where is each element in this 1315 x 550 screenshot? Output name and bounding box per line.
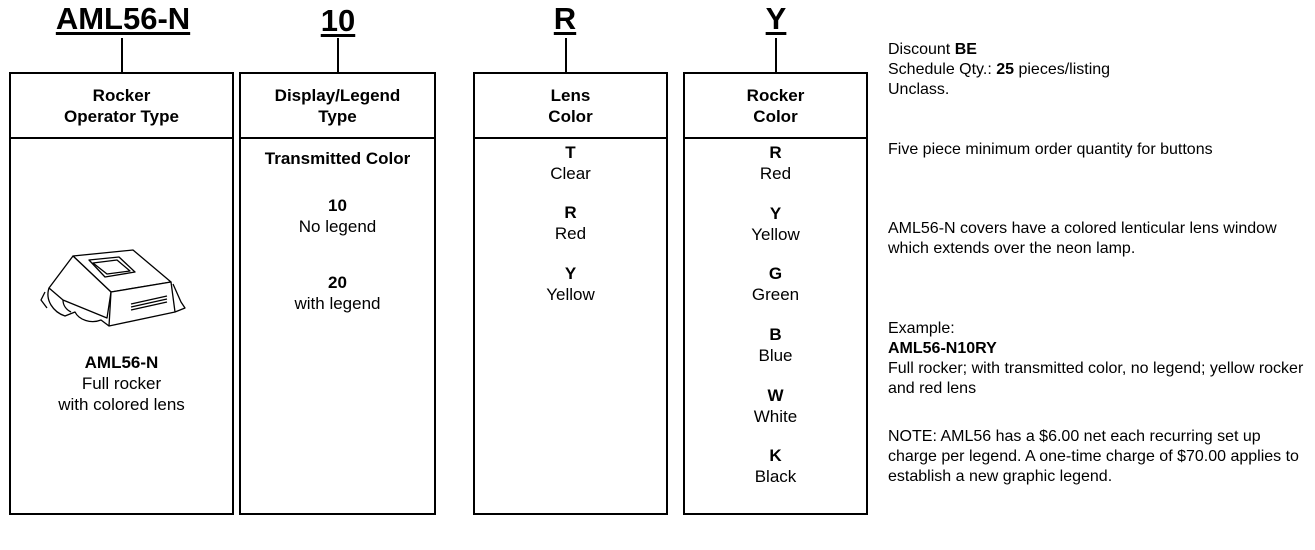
display-option-10: 10 No legend bbox=[298, 196, 377, 236]
operator-desc-line2: with colored lens bbox=[58, 395, 185, 414]
lens-option-r: R Red bbox=[554, 203, 587, 243]
example-label: Example: bbox=[888, 320, 955, 337]
discount-line: Discount BE bbox=[888, 41, 977, 58]
display-option-20: 20 with legend bbox=[294, 273, 381, 313]
operator-option: AML56-N Full rocker with colored lens bbox=[11, 352, 232, 415]
display-code: 10 bbox=[320, 3, 356, 38]
legend-charge-note: NOTE: AML56 has a $6.00 net each recurri… bbox=[888, 428, 1299, 485]
lens-code: R bbox=[553, 1, 577, 36]
unclass-line: Unclass. bbox=[888, 81, 950, 98]
lens-option-t: T Clear bbox=[550, 143, 591, 183]
lens-option-y: Y Yellow bbox=[546, 264, 595, 304]
operator-product-code: AML56-N bbox=[84, 353, 159, 372]
connector-line-2 bbox=[337, 38, 339, 72]
rocker-switch-illustration bbox=[40, 249, 186, 327]
schedule-line: Schedule Qty.: 25 pieces/listing bbox=[888, 61, 1111, 78]
schedule-value: 25 bbox=[996, 61, 1015, 78]
discount-value: BE bbox=[954, 41, 977, 58]
notes-panel: Discount BE Schedule Qty.: 25 pieces/lis… bbox=[888, 40, 1313, 100]
rocker-option-r: R Red bbox=[759, 143, 792, 183]
rocker-color-box: Rocker Color R Red Y Yellow G Green B Bl… bbox=[683, 72, 868, 515]
connector-line-1 bbox=[121, 38, 123, 72]
rocker-option-y: Y Yellow bbox=[751, 204, 800, 244]
rocker-option-g: G Green bbox=[751, 264, 800, 304]
example-code: AML56-N10RY bbox=[888, 340, 997, 357]
display-legend-box: Display/Legend Type Transmitted Color 10… bbox=[239, 72, 436, 515]
lens-color-box: Lens Color T Clear R Red Y Yellow bbox=[473, 72, 668, 515]
rocker-option-b: B Blue bbox=[758, 325, 793, 365]
operator-type-box: Rocker Operator Type AML56-N Full rocker… bbox=[9, 72, 234, 515]
rocker-option-w: W White bbox=[753, 386, 798, 426]
rocker-option-k: K Black bbox=[754, 446, 797, 486]
rocker-color-header: Rocker Color bbox=[685, 74, 866, 139]
display-legend-header: Display/Legend Type bbox=[241, 74, 434, 139]
covers-note: AML56-N covers have a colored lenticular… bbox=[888, 220, 1277, 257]
example-desc: Full rocker; with transmitted color, no … bbox=[888, 360, 1304, 397]
operator-type-header: Rocker Operator Type bbox=[11, 74, 232, 139]
transmitted-color-label: Transmitted Color bbox=[264, 149, 411, 168]
rocker-code: Y bbox=[765, 1, 787, 36]
lens-color-header: Lens Color bbox=[475, 74, 666, 139]
connector-line-4 bbox=[775, 38, 777, 72]
min-order-note: Five piece minimum order quantity for bu… bbox=[888, 141, 1213, 158]
type-code: AML56-N bbox=[55, 1, 191, 36]
example-block: Example: AML56-N10RY Full rocker; with t… bbox=[888, 319, 1308, 399]
connector-line-3 bbox=[565, 38, 567, 72]
operator-desc-line1: Full rocker bbox=[81, 374, 162, 393]
